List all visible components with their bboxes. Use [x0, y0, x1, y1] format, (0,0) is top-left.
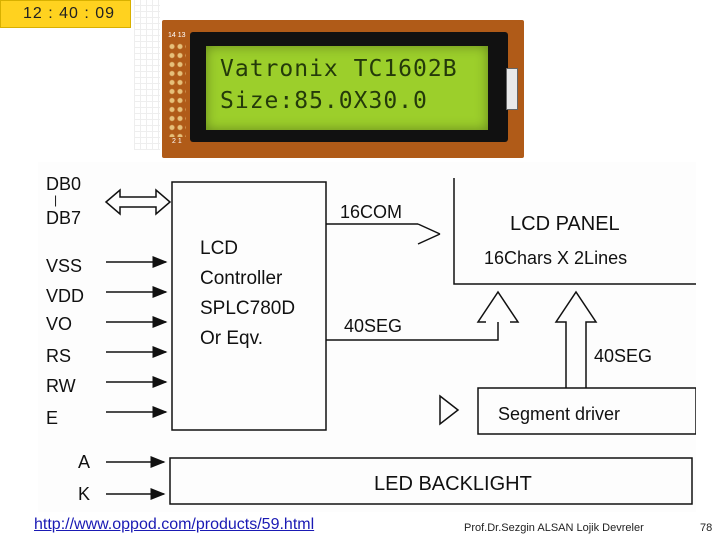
pin-header [168, 42, 186, 137]
background-grid [134, 0, 160, 150]
seg-label-left: 40SEG [344, 316, 402, 336]
lcd-connector [506, 68, 518, 110]
label-dots: | [54, 193, 57, 207]
footer-author: Prof.Dr.Sezgin ALSAN Lojik Devreler [464, 522, 644, 534]
segment-driver-label: Segment driver [498, 404, 620, 424]
label-k: K [78, 484, 90, 504]
panel-title: LCD PANEL [510, 213, 620, 235]
clock: 12 : 40 : 09 [0, 0, 131, 28]
data-bus-arrow [104, 188, 172, 216]
label-rs: RS [46, 346, 71, 366]
lcd-bezel: Vatronix TC1602B Size:85.0X30.0 [190, 32, 508, 142]
controller-line-1: LCD [200, 238, 238, 259]
label-vdd: VDD [46, 286, 84, 306]
seg-arrow-right [554, 290, 598, 388]
lcd-module-photo: 14 13 2 1 Vatronix TC1602B Size:85.0X30.… [162, 20, 524, 158]
label-e: E [46, 408, 58, 428]
label-vss: VSS [46, 256, 82, 276]
controller-line-3: SPLC780D [200, 298, 295, 319]
panel-block [453, 178, 696, 285]
backlight-label: LED BACKLIGHT [374, 473, 532, 495]
lcd-line-1: Vatronix TC1602B [220, 56, 458, 82]
pin-label-top: 14 13 [168, 32, 186, 39]
block-diagram: DB0 | DB7 VSS VDD VO RS RW E LCD Control… [38, 162, 696, 512]
segment-driver-block [477, 387, 696, 435]
panel-subtitle: 16Chars X 2Lines [484, 248, 627, 268]
lcd-screen: Vatronix TC1602B Size:85.0X30.0 [206, 46, 488, 130]
driver-input-arrow [439, 394, 460, 426]
label-vo: VO [46, 314, 72, 334]
label-db7: DB7 [46, 208, 81, 228]
page-number: 78 [700, 522, 713, 534]
controller-line-2: Controller [200, 268, 283, 289]
label-a: A [78, 452, 90, 472]
lcd-line-2: Size:85.0X30.0 [220, 88, 428, 114]
controller-block [171, 181, 327, 431]
label-db0: DB0 [46, 174, 81, 194]
controller-line-4: Or Eqv. [200, 328, 263, 349]
pin-label-bottom: 2 1 [172, 138, 182, 145]
source-link[interactable]: http://www.oppod.com/products/59.html [34, 516, 315, 533]
com-label: 16COM [340, 202, 402, 222]
backlight-block [169, 457, 693, 505]
label-rw: RW [46, 376, 76, 396]
com-arrowhead [417, 223, 441, 245]
seg-line-left [326, 322, 499, 341]
seg-arrow-left [476, 290, 520, 323]
seg-label-right: 40SEG [594, 346, 652, 366]
